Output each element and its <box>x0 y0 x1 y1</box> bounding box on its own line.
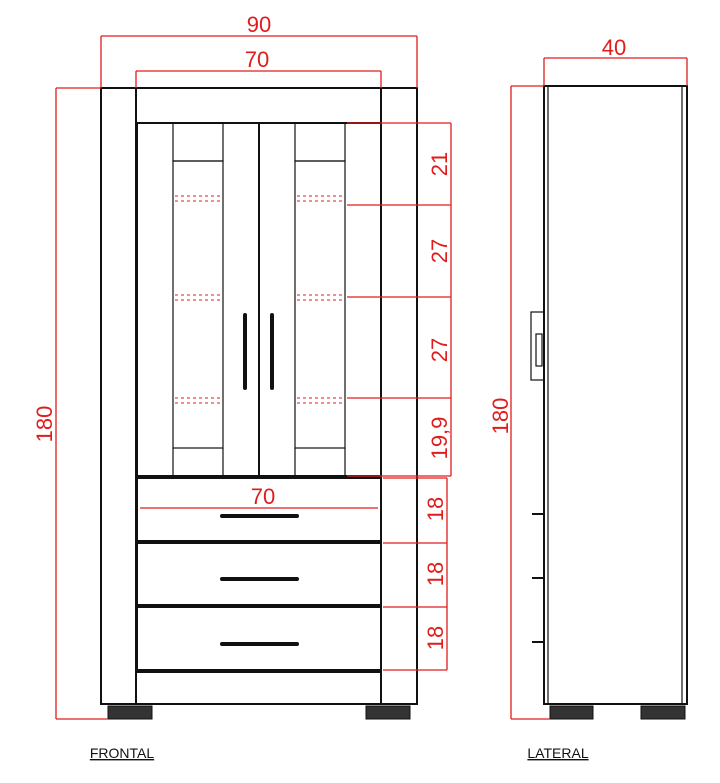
shelf-height-1-label: 21 <box>427 152 452 176</box>
frontal-cabinet-outline <box>100 87 418 705</box>
right-door-top-rail <box>294 122 346 162</box>
frontal-caption: FRONTAL <box>90 745 155 761</box>
drawer-height-1-label: 18 <box>423 497 448 521</box>
left-door-glass-pane <box>172 160 224 449</box>
frontal-left-foot <box>107 705 153 720</box>
depth-label: 40 <box>602 35 626 60</box>
lateral-door-handle <box>530 311 545 381</box>
lateral-caption: LATERAL <box>527 745 588 761</box>
drawer-height-3-label: 18 <box>423 626 448 650</box>
outer-width-label: 90 <box>247 12 271 37</box>
shelf-height-3-label: 27 <box>427 338 452 362</box>
drawer-2 <box>136 542 382 606</box>
lateral-door-handle-grip <box>535 333 543 367</box>
shelf-height-4-label: 19,9 <box>427 417 452 460</box>
right-door-glass-pane <box>294 160 346 449</box>
inner-width-label: 70 <box>245 47 269 72</box>
shelf-height-2-label: 27 <box>427 239 452 263</box>
right-glass-door <box>258 122 382 477</box>
frontal-height-label: 180 <box>32 406 57 443</box>
lateral-front-foot <box>549 705 594 720</box>
left-door-top-rail <box>172 122 224 162</box>
lateral-cabinet-outline <box>543 85 688 705</box>
drawer-1 <box>136 477 382 542</box>
lateral-view: 40 180 LATERAL <box>488 35 688 761</box>
drawer-3 <box>136 606 382 671</box>
frontal-view: 90 70 70 180 21 27 27 19,9 18 18 18 FRON <box>32 12 452 761</box>
left-glass-door <box>136 122 260 477</box>
drawer-height-2-label: 18 <box>423 562 448 586</box>
lateral-height-label: 180 <box>488 398 513 435</box>
drawer-width-label: 70 <box>251 484 275 509</box>
lateral-back-foot <box>640 705 686 720</box>
frontal-right-foot <box>365 705 411 720</box>
